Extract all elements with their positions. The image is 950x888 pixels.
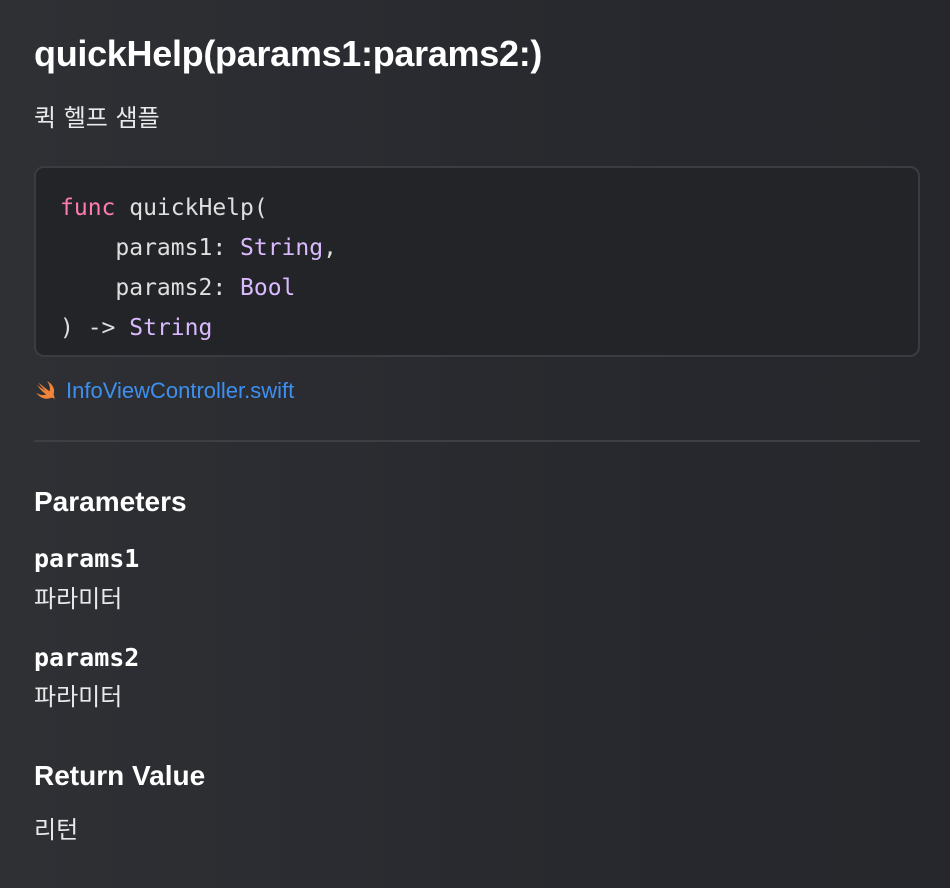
- function-name: quickHelp(: [115, 195, 268, 221]
- declaration-line-1: func quickHelp(: [60, 188, 894, 228]
- declaration-line-2: params1: String,: [60, 228, 894, 268]
- param-name-params1: params1: [34, 544, 140, 573]
- param-description-params2: 파라미터: [34, 683, 123, 711]
- swift-icon: [34, 379, 58, 403]
- section-divider: [34, 440, 920, 442]
- symbol-summary: 퀵 헬프 샘플: [34, 104, 160, 132]
- param-label: params1:: [60, 235, 241, 261]
- declaration-code-block: func quickHelp( params1: String, params2…: [34, 166, 920, 357]
- return-type: String: [129, 315, 213, 341]
- source-file-link[interactable]: InfoViewController.swift: [66, 378, 295, 403]
- param-type: Bool: [240, 275, 296, 301]
- declared-in-row: InfoViewController.swift: [34, 374, 294, 408]
- param-separator: ,: [323, 235, 337, 261]
- parameters-heading: Parameters: [34, 486, 187, 517]
- param-description-params1: 파라미터: [34, 585, 123, 613]
- return-value-heading: Return Value: [34, 760, 206, 791]
- declaration-line-3: params2: Bool: [60, 268, 894, 308]
- param-type: String: [240, 235, 324, 261]
- declaration-line-4: ) -> String: [60, 308, 894, 348]
- return-arrow: ) ->: [60, 315, 130, 341]
- symbol-title: quickHelp(params1:params2:): [34, 33, 543, 74]
- param-name-params2: params2: [34, 643, 140, 672]
- param-label: params2:: [60, 275, 241, 301]
- return-value-description: 리턴: [34, 816, 79, 844]
- func-keyword: func: [60, 195, 116, 221]
